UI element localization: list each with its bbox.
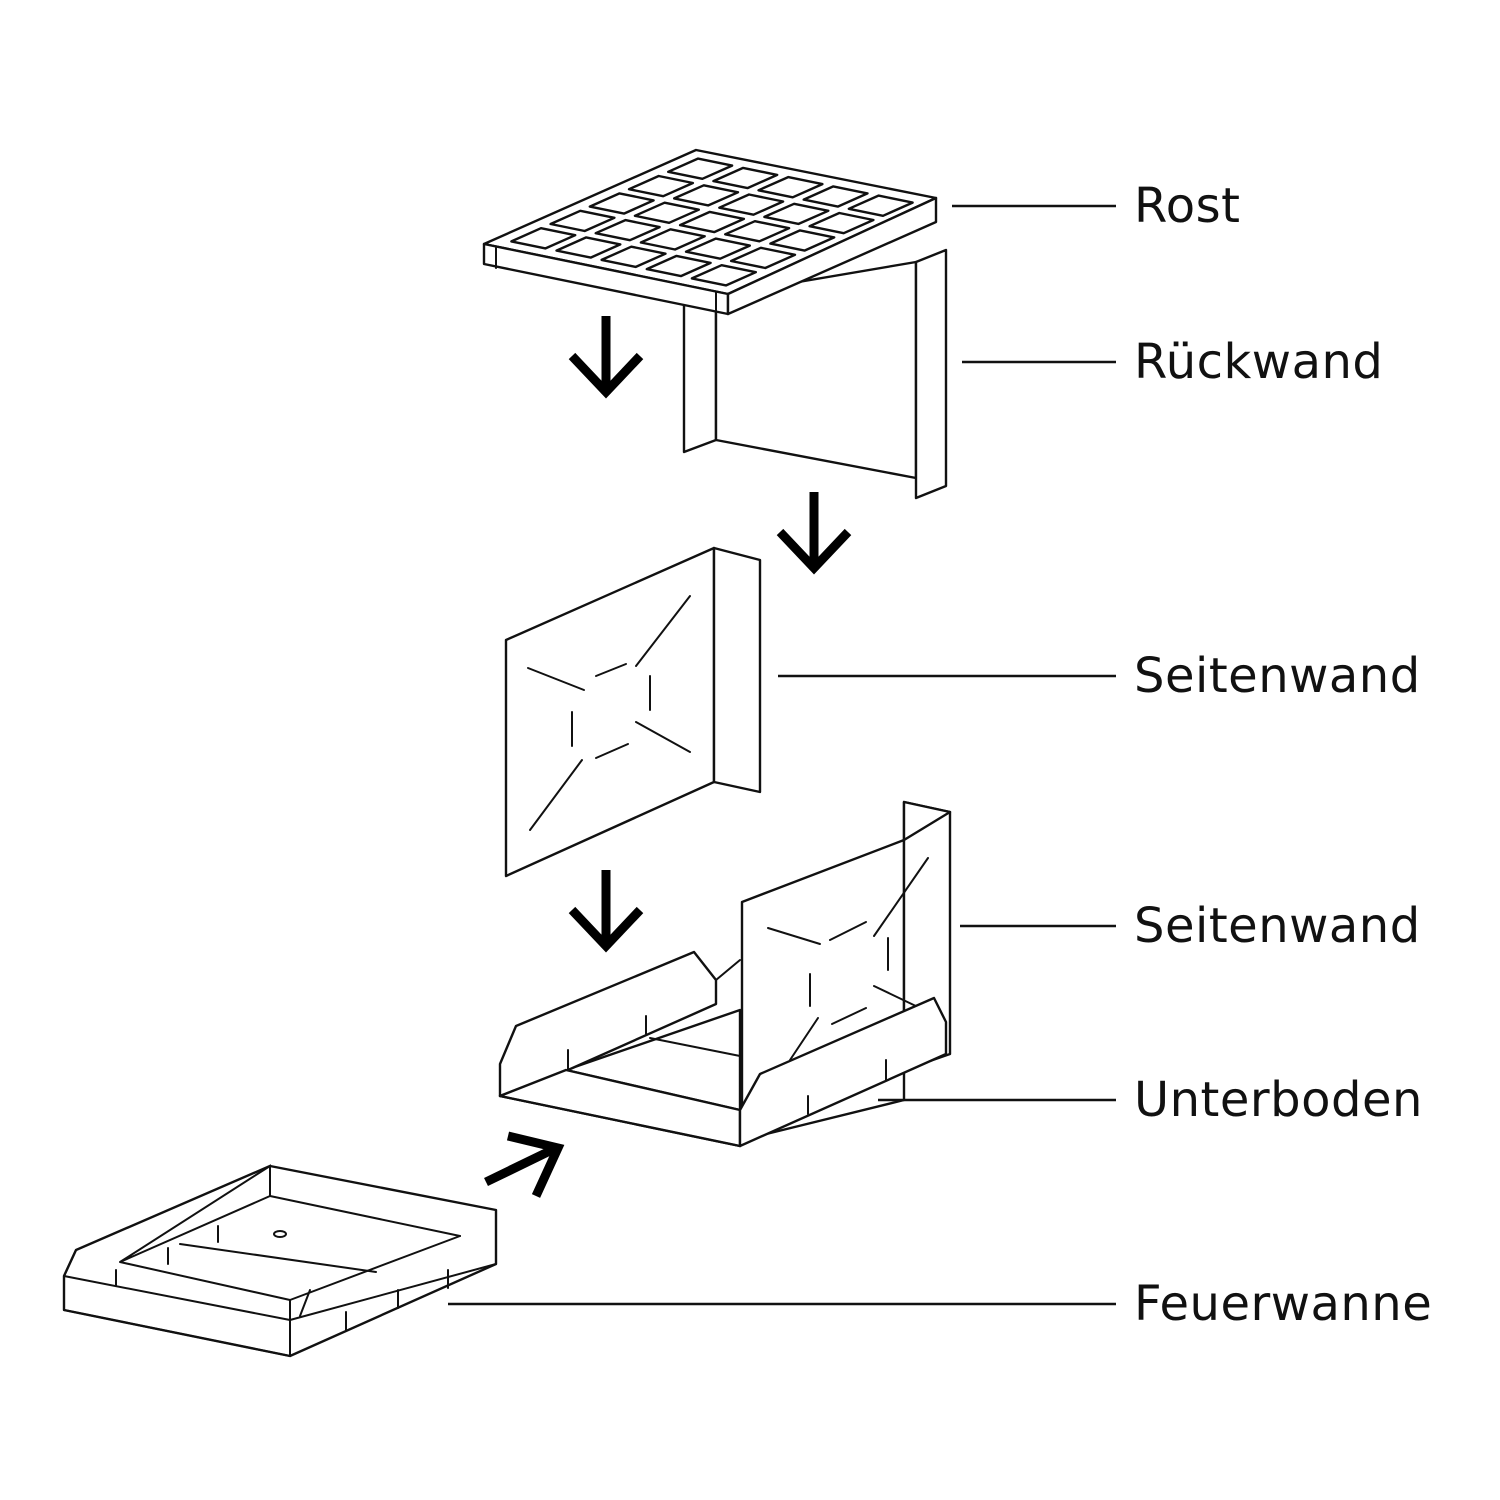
grate-hole (763, 202, 830, 226)
grate-hole (510, 226, 577, 250)
rost-part (482, 148, 938, 316)
diagonal-arrow (484, 1131, 565, 1198)
grate-hole (678, 210, 746, 234)
grate-hole (690, 264, 757, 287)
grate-hole (588, 192, 655, 215)
grate-hole (808, 211, 875, 235)
label-rost: Rost (1134, 178, 1241, 234)
down-arrow-3 (568, 870, 644, 953)
grate-hole (594, 218, 661, 242)
grate-hole (718, 193, 785, 216)
grate-hole (757, 175, 824, 199)
grate-hole (729, 246, 797, 270)
assembly-arrows (484, 316, 852, 1198)
grate-hole (633, 201, 700, 225)
unterboden-part (498, 800, 952, 1148)
grate-hole (684, 237, 751, 260)
seitenwand-1-part (504, 546, 762, 878)
leader-lines (448, 204, 1116, 1306)
grate-hole (847, 194, 914, 218)
down-arrow-2 (776, 492, 852, 575)
grate-hole (600, 245, 667, 269)
grate-hole (769, 229, 836, 252)
grate-hole (639, 228, 706, 251)
feuerwanne-part (62, 1164, 498, 1358)
grate-hole (667, 157, 734, 181)
down-arrow-1 (568, 316, 644, 399)
rueckwand-part (682, 248, 948, 500)
grate-hole (802, 185, 869, 208)
grate-hole (645, 254, 712, 278)
label-feuerwanne: Feuerwanne (1134, 1276, 1433, 1332)
grate-hole (555, 236, 622, 259)
grate-hole (627, 174, 695, 198)
grate-hole (712, 166, 779, 190)
label-seitenwand-2: Seitenwand (1134, 898, 1421, 954)
rost-grate-holes (510, 157, 914, 287)
label-unterboden: Unterboden (1134, 1072, 1423, 1128)
grate-hole (673, 184, 740, 207)
label-seitenwand-1: Seitenwand (1134, 648, 1421, 704)
grate-hole (724, 219, 791, 243)
grate-hole (549, 209, 616, 233)
label-rueckwand: Rückwand (1134, 334, 1384, 390)
